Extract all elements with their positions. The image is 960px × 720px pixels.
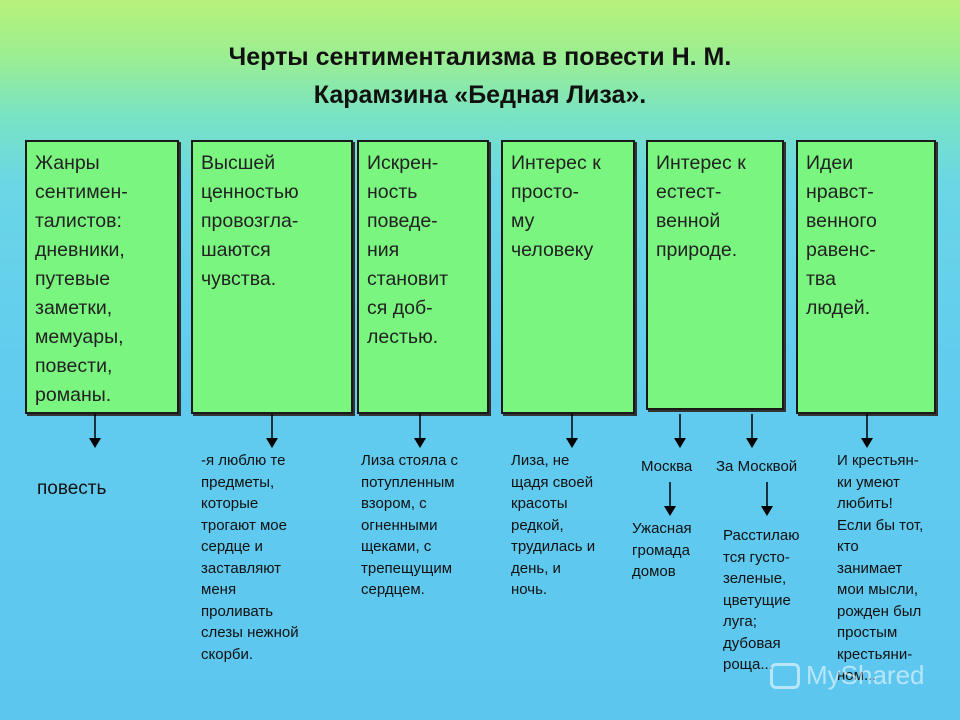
- note-feelings-quote: -я люблю те предметы, которые трогают мо…: [201, 452, 299, 663]
- watermark-text: MyShared: [806, 660, 925, 690]
- box-sincerity-text: Искрен- ность поведе- ния становит ся до…: [367, 152, 449, 348]
- note-outside-moscow: За Москвой: [716, 458, 798, 475]
- box-nature: Интерес к естест- венной природе.: [646, 140, 784, 410]
- box-feelings: Высшей ценностью провозгла- шаются чувст…: [191, 140, 353, 414]
- box-equality: Идеи нравст- венного равенс- тва людей.: [796, 140, 936, 414]
- box-equality-text: Идеи нравст- венного равенс- тва людей.: [806, 152, 877, 319]
- arrow-down-icon: [88, 414, 102, 448]
- box-common-man: Интерес к просто- му человеку: [501, 140, 635, 414]
- note-equality-quote: И крестьян- ки умеют любить! Если бы тот…: [837, 452, 924, 684]
- title-line-2: Карамзина «Бедная Лиза».: [313, 81, 647, 109]
- note-moscow: Москва: [641, 458, 693, 475]
- arrow-down-icon: [565, 414, 579, 448]
- note-sincerity-quote: Лиза стояла с потупленным взором, с огне…: [361, 452, 459, 598]
- box-feelings-text: Высшей ценностью провозгла- шаются чувст…: [201, 152, 299, 290]
- arrow-down-icon: [745, 414, 759, 448]
- watermark: MyShared: [770, 660, 925, 691]
- title-line-1: Черты сентиментализма в повести Н. М.: [228, 43, 732, 71]
- slide-title: Черты сентиментализма в повести Н. М. Ка…: [20, 38, 940, 114]
- arrow-down-icon: [663, 482, 677, 516]
- presentation-icon: [770, 662, 800, 689]
- note-moscow-quote: Ужасная громада домов: [632, 520, 692, 580]
- box-common-man-text: Интерес к просто- му человеку: [511, 152, 601, 261]
- note-common-man-quote: Лиза, не щадя своей красоты редкой, труд…: [511, 452, 596, 598]
- box-nature-text: Интерес к естест- венной природе.: [656, 152, 746, 261]
- box-sincerity: Искрен- ность поведе- ния становит ся до…: [357, 140, 489, 414]
- arrow-down-icon: [760, 482, 774, 516]
- arrow-down-icon: [265, 414, 279, 448]
- box-genres-text: Жанры сентимен- талистов: дневники, путе…: [35, 152, 128, 406]
- arrow-down-icon: [860, 414, 874, 448]
- arrow-down-icon: [673, 414, 687, 448]
- note-genre-example: повесть: [37, 478, 107, 499]
- note-outside-moscow-quote: Расстилаю тся густо- зеленые, цветущие л…: [723, 527, 800, 673]
- box-genres: Жанры сентимен- талистов: дневники, путе…: [25, 140, 179, 414]
- arrow-down-icon: [413, 414, 427, 448]
